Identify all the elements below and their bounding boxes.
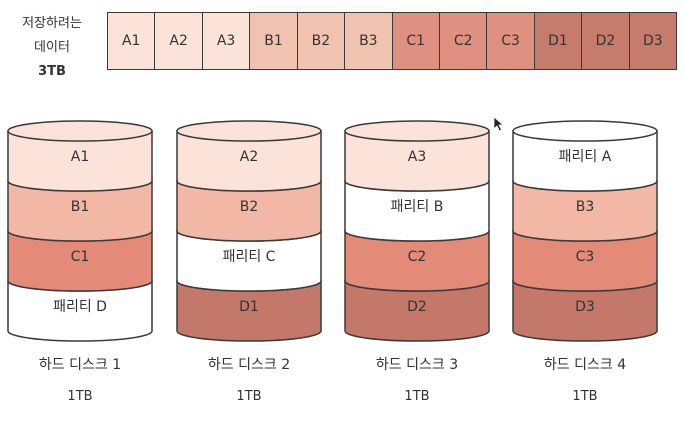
segment-body — [344, 280, 490, 342]
segment-body — [7, 130, 153, 192]
disk-caption-1: 하드 디스크 1 1TB — [0, 356, 165, 406]
disk-name: 하드 디스크 4 — [543, 357, 627, 373]
segment-top-cap — [176, 120, 322, 142]
segment-label: A2 — [240, 149, 258, 165]
data-block-a3: A3 — [202, 13, 251, 69]
segment-body — [344, 230, 490, 292]
segment-body — [176, 230, 322, 292]
data-block-d3: D3 — [629, 13, 677, 69]
disk-name: 하드 디스크 1 — [38, 357, 122, 373]
segment-label: 패리티 A — [559, 149, 612, 165]
mouse-cursor-icon — [493, 116, 505, 132]
disk-capacity: 1TB — [572, 389, 598, 404]
data-block-c2: C2 — [439, 13, 488, 69]
disk-caption-2: 하드 디스크 2 1TB — [164, 356, 334, 406]
segment-label: C1 — [71, 249, 90, 265]
disk-caption-4: 하드 디스크 4 1TB — [500, 356, 670, 406]
segment-label: C3 — [576, 249, 595, 265]
segment-top-cap — [7, 120, 153, 142]
segment-label: C2 — [408, 249, 427, 265]
data-block-d2: D2 — [582, 13, 630, 69]
disk-1: 패리티 D C1 B1 A1 — [7, 120, 153, 342]
disk-3-segment: A3 — [344, 120, 490, 192]
data-block-b1: B1 — [250, 13, 298, 69]
disk-2-segment: A2 — [176, 120, 322, 192]
segment-body — [176, 130, 322, 192]
disk-2: D1 패리티 C B2 A2 — [176, 120, 322, 342]
disk-1-segment: A1 — [7, 120, 153, 192]
segment-body — [344, 130, 490, 192]
segment-body — [7, 180, 153, 242]
disk-caption-3: 하드 디스크 3 1TB — [332, 356, 502, 406]
segment-label: A1 — [71, 149, 89, 165]
segment-body — [512, 130, 658, 192]
segment-label: B1 — [71, 199, 90, 215]
segment-label: 패리티 D — [53, 299, 107, 315]
segment-body — [7, 280, 153, 342]
data-block-d1: D1 — [534, 13, 583, 69]
disk-name: 하드 디스크 3 — [375, 357, 459, 373]
segment-label: 패리티 C — [223, 249, 276, 265]
disk-capacity: 1TB — [404, 389, 430, 404]
segment-body — [176, 280, 322, 342]
disk-name: 하드 디스크 2 — [207, 357, 291, 373]
disk-4-segment: 패리티 A — [512, 120, 658, 192]
segment-body — [512, 180, 658, 242]
data-label: 저장하려는 데이터 3TB — [6, 12, 98, 84]
segment-body — [7, 230, 153, 292]
segment-label: D1 — [239, 299, 259, 315]
data-label-line2: 데이터 — [34, 40, 70, 55]
segment-body — [512, 280, 658, 342]
data-block-b2: B2 — [297, 13, 346, 69]
segment-label: 패리티 B — [391, 199, 444, 215]
segment-top-cap — [344, 120, 490, 142]
segment-label: D2 — [407, 299, 427, 315]
data-label-line1: 저장하려는 — [22, 16, 82, 31]
data-block-a1: A1 — [108, 13, 156, 69]
segment-body — [512, 230, 658, 292]
segment-label: D3 — [575, 299, 595, 315]
data-block-c1: C1 — [392, 13, 440, 69]
segment-body — [344, 180, 490, 242]
disk-capacity: 1TB — [236, 389, 262, 404]
data-block-b3: B3 — [345, 13, 393, 69]
disk-3: D2 C2 패리티 B A3 — [344, 120, 490, 342]
data-size: 3TB — [38, 64, 66, 79]
data-block-a2: A2 — [155, 13, 203, 69]
segment-top-cap — [512, 120, 658, 142]
segment-label: B3 — [576, 199, 595, 215]
segment-label: A3 — [408, 149, 426, 165]
segment-label: B2 — [240, 199, 259, 215]
disk-capacity: 1TB — [67, 389, 93, 404]
disk-4: D3 C3 B3 패리티 A — [512, 120, 658, 342]
data-block-c3: C3 — [487, 13, 535, 69]
segment-body — [176, 180, 322, 242]
